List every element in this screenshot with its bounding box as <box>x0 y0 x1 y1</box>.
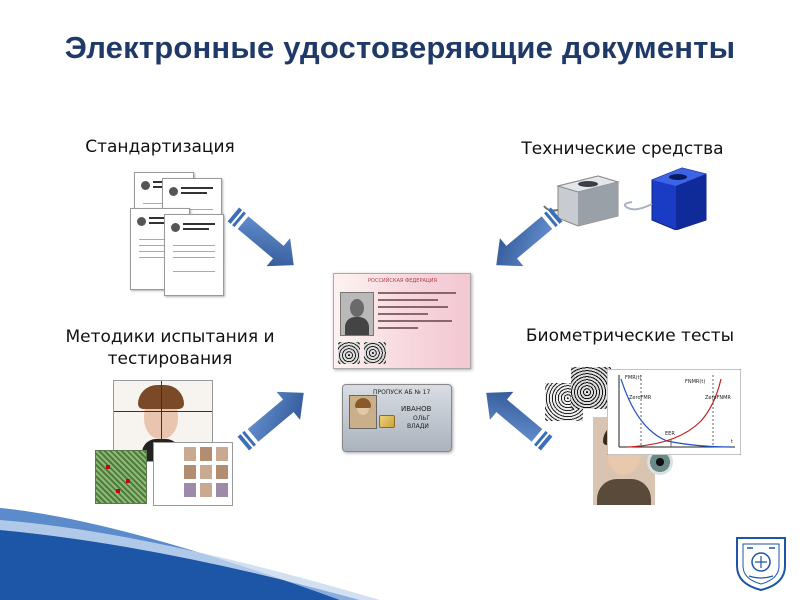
graph-label-fmr: FMR(t) <box>625 375 642 381</box>
chip-icon <box>379 415 395 428</box>
access-card-line1: ИВАНОВ <box>401 405 432 413</box>
graph-label-fnmr: FNMR(t) <box>685 379 705 385</box>
access-card-line2: ОЛЬГ <box>413 415 431 422</box>
arrow-top-right <box>494 207 563 268</box>
fingerprint-icon <box>338 342 360 364</box>
page-title: Электронные удостоверяющие документы <box>64 30 736 65</box>
graph-label-eer: EER <box>665 431 675 437</box>
fingerprint-icon <box>571 367 611 409</box>
graph-label-zero-fnmr: ZeroFNMR <box>705 395 731 401</box>
standards-documents-image <box>130 168 240 296</box>
fingerprint-icon <box>364 342 386 364</box>
caption-standardization: Стандартизация <box>85 137 235 157</box>
access-card-photo <box>349 395 377 429</box>
test-methods-image <box>95 378 235 506</box>
caption-test-methods-line1: Методики испытания и <box>65 327 275 347</box>
passport-image: РОССИЙСКАЯ ФЕДЕРАЦИЯ <box>333 273 471 369</box>
arrow-bottom-right <box>484 390 553 451</box>
biometric-scanners-image <box>543 167 707 230</box>
university-crest-logo <box>736 537 786 592</box>
caption-test-methods-line2: тестирования <box>107 349 233 369</box>
access-card-header: ПРОПУСК АБ № 17 <box>373 389 431 396</box>
face-grid <box>153 442 233 506</box>
access-card-image: ПРОПУСК АБ № 17 ИВАНОВ ОЛЬГ ВЛАДИ <box>342 384 452 452</box>
caption-technical-means: Технические средства <box>521 139 724 159</box>
fingerprint-map <box>95 450 147 504</box>
arrow-top-left <box>227 207 296 268</box>
caption-biometric-tests: Биометрические тесты <box>525 326 735 346</box>
error-rate-graph: FMR(t) FNMR(t) ZeroFMR ZeroFNMR EER t <box>607 369 741 455</box>
caption-test-methods: Методики испытания и тестирования <box>50 326 290 370</box>
graph-label-zero-fmr: ZeroFMR <box>629 395 652 401</box>
graph-axis-x: t <box>731 439 733 445</box>
arrow-bottom-left <box>237 390 306 451</box>
biometric-tests-image: FMR(t) FNMR(t) ZeroFMR ZeroFNMR EER t <box>545 365 745 507</box>
passport-photo <box>340 292 374 336</box>
access-card-line3: ВЛАДИ <box>407 423 429 430</box>
passport-country-header: РОССИЙСКАЯ ФЕДЕРАЦИЯ <box>368 278 437 284</box>
document-page <box>164 214 224 296</box>
